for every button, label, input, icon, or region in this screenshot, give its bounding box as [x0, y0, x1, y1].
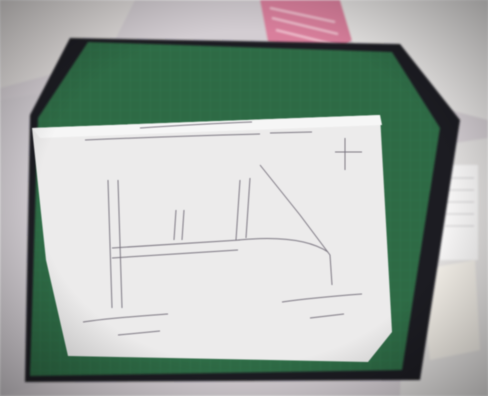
vignette — [0, 0, 488, 396]
photo-scene — [0, 0, 488, 396]
photo-illustration — [0, 0, 488, 396]
